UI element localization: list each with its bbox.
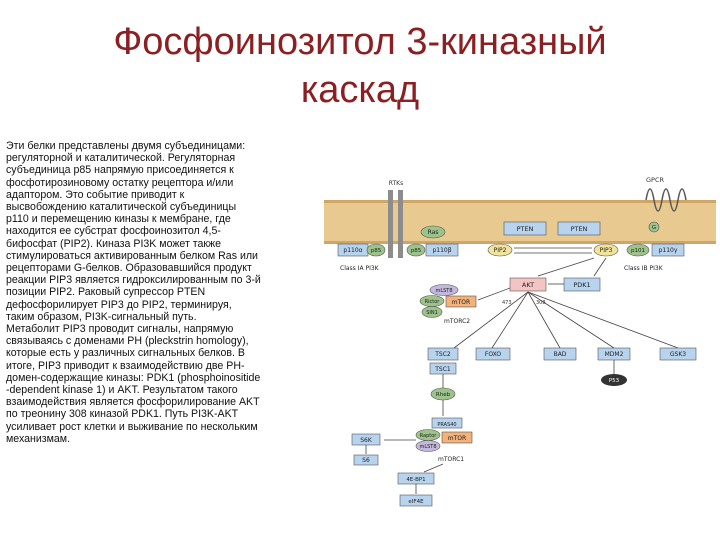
sin1-label: SIN1	[426, 310, 438, 316]
pi3k-pathway-diagram: RTKs GPCR G Ras PTEN PTEN p110α p85 p85 …	[324, 170, 716, 534]
p85-node-2	[406, 243, 426, 257]
g-label: G	[652, 225, 656, 231]
p85-node-1	[366, 243, 386, 257]
tsc2-box	[427, 347, 459, 361]
membrane-edge-bottom	[324, 241, 716, 244]
pathway-svg: RTKs GPCR G Ras PTEN PTEN p110α p85 p85 …	[324, 176, 716, 507]
pip3-label: PIP3	[600, 247, 613, 254]
rtks-label: RTKs	[389, 180, 403, 187]
pip2-node	[487, 243, 513, 257]
gpcr-label: GPCR	[646, 176, 664, 184]
pip3-to-pdk1-arrow	[593, 257, 607, 277]
pdk1-box	[563, 277, 601, 292]
p101-label: p101	[631, 248, 645, 254]
sin1-node	[421, 306, 443, 318]
p53-label: P53	[609, 378, 620, 384]
eif4e-box	[399, 494, 433, 507]
eif4e-label: eIF4E	[408, 499, 424, 505]
rtk-strand-left	[388, 190, 393, 258]
ras-label: Ras	[428, 229, 439, 236]
mdm2-label: MDM2	[605, 351, 624, 358]
rtk-strand-right	[398, 190, 403, 258]
t308-label: 308	[536, 300, 546, 306]
mlst8b-node	[415, 440, 441, 452]
mtor1-label: mTOR	[448, 435, 466, 442]
s6k-label: S6K	[360, 437, 373, 444]
gsk3-label: GSK3	[670, 351, 686, 358]
mlst8-node	[429, 284, 459, 296]
mtorc1-to-4ebp1-line	[423, 463, 444, 473]
pten-box-2	[557, 221, 601, 236]
tsc2-label: TSC2	[434, 351, 451, 358]
p110b-box	[425, 243, 459, 257]
gsk3-box	[659, 347, 697, 361]
s473-label: 473	[502, 300, 512, 306]
raptor-label: Raptor	[420, 433, 438, 439]
akt-to-tsc2-line	[453, 291, 529, 349]
p110a-label: p110α	[343, 247, 362, 254]
class-ia-label: Class IA PI3K	[340, 265, 380, 272]
s6-box	[353, 454, 379, 466]
mtor2-label: mTOR	[452, 299, 470, 306]
pras40-label: PRAS40	[437, 422, 456, 428]
pten-box-1	[503, 221, 547, 236]
pras40-box	[431, 417, 463, 429]
foxo-box	[475, 347, 511, 361]
slide-title: Фосфоинозитол 3-киназный каскад	[0, 18, 720, 114]
akt-to-bad-line	[527, 291, 561, 349]
title-line-1: Фосфоинозитол 3-киназный	[113, 21, 607, 63]
p85-label-1: p85	[371, 248, 382, 254]
akt-label: AKT	[522, 281, 534, 289]
p101-node	[626, 243, 650, 257]
foxo-label: FOXO	[485, 351, 502, 358]
mlst8-label: mLST8	[435, 288, 452, 294]
akt-to-mdm2-line	[527, 291, 615, 349]
p110y-label: p110γ	[659, 247, 678, 254]
akt-box	[509, 277, 547, 292]
p110b-label: p110β	[432, 247, 451, 254]
rheb-label: Rheb	[436, 392, 451, 398]
mtor1-box	[441, 431, 473, 444]
membrane-edge-top	[324, 200, 716, 203]
gpcr-helix	[645, 188, 687, 212]
bad-label: BAD	[554, 351, 567, 358]
title-line-2: каскад	[300, 69, 420, 111]
mlst8b-label: mLST8	[419, 444, 436, 450]
mtorc2-label: mTORC2	[444, 318, 470, 325]
pten-label-1: PTEN	[517, 225, 534, 233]
body-paragraph: Эти белки представлены двумя субъединица…	[6, 140, 261, 445]
p85-label-2: p85	[411, 248, 422, 254]
4ebp1-label: 4E-BP1	[406, 477, 425, 483]
rictor-label: Rictor	[425, 299, 441, 305]
mtorc1-label: mTORC1	[438, 456, 464, 463]
pdk1-label: PDK1	[573, 281, 590, 289]
pip3-to-akt-arrow	[537, 257, 595, 277]
bad-box	[543, 347, 577, 361]
pip3-node	[593, 243, 619, 257]
tsc1-label: TSC1	[434, 366, 451, 373]
pip2-label: PIP2	[494, 247, 507, 254]
body-text: Эти белки представлены двумя субъединица…	[6, 140, 302, 445]
p53-node	[601, 374, 627, 386]
p110y-box	[651, 243, 685, 257]
g-protein	[648, 221, 660, 233]
s6-label: S6	[362, 457, 370, 464]
mtorc2-to-akt-arrow	[477, 287, 511, 301]
akt-to-foxo-line	[491, 291, 529, 349]
akt-to-gsk3-line	[527, 291, 679, 349]
class-ib-label: Class IB PI3K	[624, 265, 664, 272]
ras-node	[420, 225, 446, 239]
mtor2-box	[445, 295, 477, 308]
pten-label-2: PTEN	[571, 225, 588, 233]
